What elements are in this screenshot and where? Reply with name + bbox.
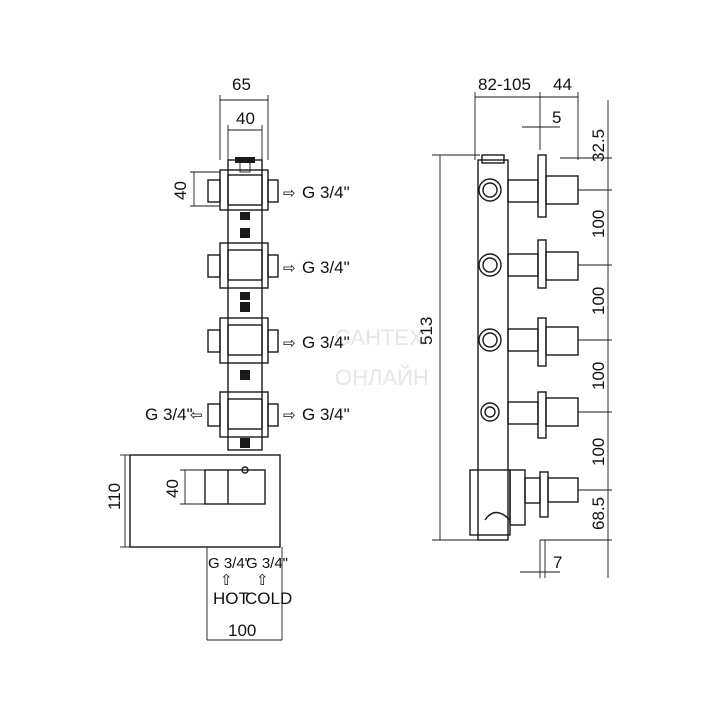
dim-label-100-c: 100	[589, 362, 608, 390]
dim-label-5: 5	[552, 108, 561, 127]
side-right-dims: 32.5 100 100 100 100 68.5	[540, 100, 612, 578]
dim-width-total: 65	[219, 75, 269, 160]
outlet-label-3: G 3/4"	[302, 333, 350, 352]
watermark-line2: ОНЛАЙН	[335, 365, 429, 390]
side-valve-5	[524, 471, 579, 518]
side-valve-2	[478, 239, 579, 289]
dim-bottom-small: 7	[520, 540, 562, 578]
side-view: 82-105 44 5 513 32.5 100 100 100 100	[417, 75, 612, 578]
dim-label-513: 513	[417, 317, 436, 345]
arrow-left-icon: ⇦	[190, 407, 203, 424]
watermark-line1: САНТЕХ	[335, 325, 424, 350]
inlet-cold-label: COLD	[245, 589, 292, 608]
dim-label-65: 65	[232, 75, 251, 94]
outlet-label-1: G 3/4"	[302, 183, 350, 202]
inlet-cold-thread: G 3/4"	[246, 555, 288, 572]
arrow-right-icon: ⇨	[283, 260, 296, 277]
dim-label-40-left: 40	[171, 181, 190, 200]
outlet-label-2: G 3/4"	[302, 258, 350, 277]
dim-label-110: 110	[105, 483, 124, 510]
inlets: G 3/4" G 3/4" ⇧ ⇧ HOT COLD 100	[206, 547, 292, 641]
side-valve-4	[480, 391, 579, 439]
outlet-label-4: G 3/4"	[302, 405, 350, 424]
dim-label-82-105: 82-105	[478, 75, 531, 94]
front-module-3	[207, 302, 279, 380]
front-module-1	[207, 157, 279, 220]
side-outlet-label: G 3/4"	[145, 405, 193, 424]
inlet-hot-thread: G 3/4"	[208, 555, 250, 572]
arrow-right-icon: ⇨	[283, 335, 296, 352]
dim-label-100-b: 100	[589, 287, 608, 315]
dim-label-44: 44	[553, 75, 572, 94]
arrow-right-icon: ⇨	[283, 407, 296, 424]
arrow-right-icon: ⇨	[283, 185, 296, 202]
side-valve-1	[478, 154, 579, 218]
arrow-up-icon: ⇧	[220, 572, 233, 589]
dim-label-40-top: 40	[236, 109, 255, 128]
dim-height-module: 40	[171, 171, 220, 207]
side-valve-3	[478, 317, 579, 367]
dim-label-100-d: 100	[589, 438, 608, 466]
front-module-4	[207, 391, 279, 448]
side-top-dims: 82-105 44 5	[474, 75, 579, 160]
dim-label-7: 7	[553, 553, 562, 572]
outlet-labels: ⇨ G 3/4" ⇨ G 3/4" ⇨ G 3/4" ⇨ G 3/4" G 3/…	[145, 183, 350, 424]
dim-total-height: 513	[417, 154, 480, 541]
watermark: САНТЕХ ОНЛАЙН	[335, 325, 429, 390]
arrow-up-icon: ⇧	[256, 572, 269, 589]
dim-label-68-5: 68.5	[589, 497, 608, 530]
dim-label-40-plate: 40	[163, 479, 182, 498]
dim-label-32-5: 32.5	[589, 129, 608, 162]
front-module-2	[207, 228, 279, 300]
inlet-hot-label: HOT	[213, 589, 249, 608]
dim-label-100: 100	[228, 621, 256, 640]
dim-label-100-a: 100	[589, 210, 608, 238]
front-plate: 110 40	[105, 454, 281, 548]
dim-width-body: 40	[227, 109, 263, 160]
front-view: 65 40 40	[105, 75, 350, 641]
